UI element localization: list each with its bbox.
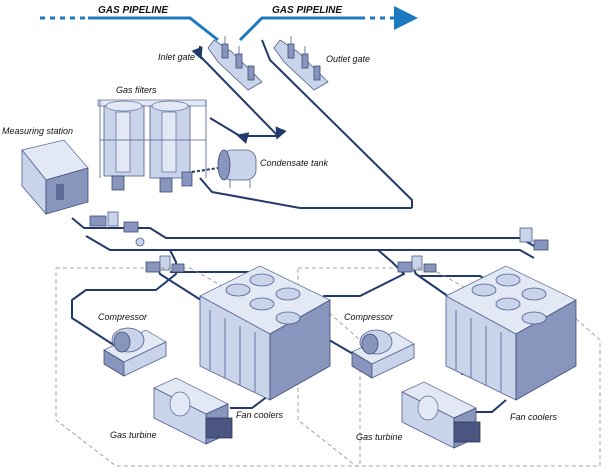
gas-turbine-left xyxy=(153,377,233,445)
outlet-gate-valve xyxy=(273,36,329,91)
fan-coolers-right xyxy=(445,265,577,401)
compressor-valve-cluster-right xyxy=(397,255,437,273)
compressor-unit-boundary-right xyxy=(297,267,601,467)
compressor-valve-cluster-left xyxy=(145,255,185,273)
fan-coolers-label-right: Fan coolers xyxy=(510,412,558,422)
gas-turbine-label-left: Gas turbine xyxy=(110,430,157,440)
fan-coolers-label-left: Fan coolers xyxy=(236,410,284,420)
gas-turbine-label-right: Gas turbine xyxy=(356,432,403,442)
gas-turbine-right xyxy=(401,381,481,449)
gas-pipeline-label-right: GAS PIPELINE xyxy=(272,5,342,16)
compressor-right xyxy=(351,329,415,379)
compressor-label-right: Compressor xyxy=(344,312,394,322)
header-valve-cluster-left xyxy=(89,211,145,247)
outlet-gate-label: Outlet gate xyxy=(326,54,370,64)
gas-pipeline-outlet xyxy=(238,6,418,42)
gas-filters-label: Gas filters xyxy=(116,85,157,95)
compressor-label-left: Compressor xyxy=(98,312,148,322)
gas-pipeline-inlet xyxy=(40,16,219,42)
header-valve-cluster-right xyxy=(519,227,549,251)
inlet-gate-label: Inlet gate xyxy=(158,52,195,62)
condensate-tank xyxy=(191,149,257,188)
compressor-left xyxy=(103,327,167,377)
fan-coolers-left xyxy=(199,265,331,401)
measuring-station xyxy=(21,139,89,216)
gas-filters xyxy=(97,99,207,193)
measuring-station-label: Measuring station xyxy=(2,126,73,136)
inlet-gate-valve xyxy=(207,36,263,91)
gas-pipeline-label-left: GAS PIPELINE xyxy=(98,5,168,16)
condensate-tank-label: Condensate tank xyxy=(260,158,329,168)
